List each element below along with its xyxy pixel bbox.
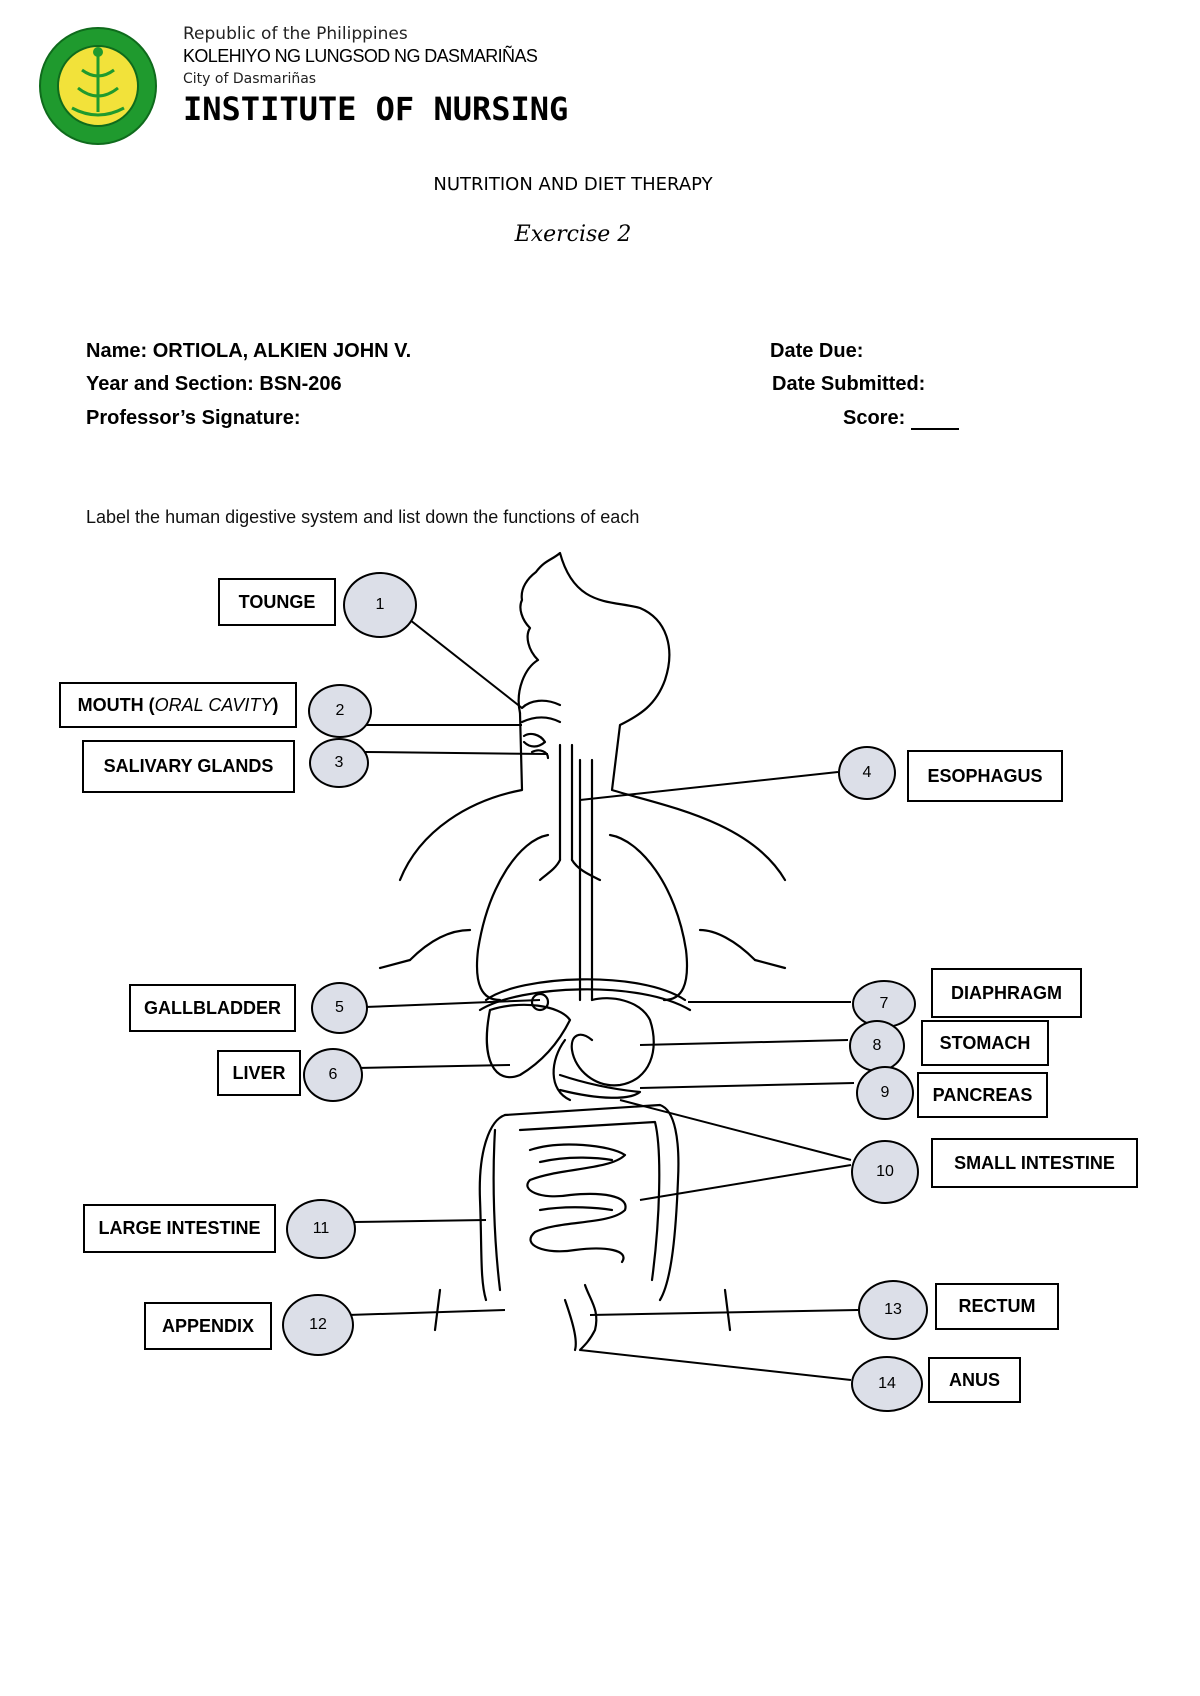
label-stomach: STOMACH <box>921 1020 1049 1066</box>
body-outline-left <box>398 711 524 882</box>
republic-line: Republic of the Philippines <box>183 24 408 44</box>
marker-8: 8 <box>849 1020 905 1072</box>
right-lung-outline <box>608 833 689 1002</box>
marker-2: 2 <box>308 684 372 738</box>
city-line: City of Dasmariñas <box>183 71 317 87</box>
label-small-intestine: SMALL INTESTINE <box>931 1138 1138 1188</box>
label-mouth: MOUTH (ORAL CAVITY) <box>59 682 297 728</box>
exercise-title: Exercise 2 <box>514 222 632 247</box>
marker-12: 12 <box>282 1294 354 1356</box>
pancreas-shape <box>558 1073 642 1099</box>
label-tounge: TOUNGE <box>218 578 336 626</box>
score-blank <box>911 408 960 430</box>
diaphragm-line <box>484 978 687 1002</box>
marker-6: 6 <box>303 1048 363 1102</box>
label-large-intestine: LARGE INTESTINE <box>83 1204 276 1253</box>
marker-1: 1 <box>343 572 417 638</box>
large-intestine-shape <box>478 1113 507 1302</box>
marker-9: 9 <box>856 1066 914 1120</box>
marker-14: 14 <box>851 1356 923 1412</box>
body-outline <box>517 551 787 882</box>
marker-3: 3 <box>309 738 369 788</box>
marker-5: 5 <box>311 982 368 1034</box>
label-salivary-glands: SALIVARY GLANDS <box>82 740 295 793</box>
label-anus: ANUS <box>928 1357 1021 1403</box>
college-seal-logo <box>39 27 157 145</box>
mouth-close-paren: ) <box>272 694 279 715</box>
label-appendix: APPENDIX <box>144 1302 272 1350</box>
score-label: Score: <box>843 407 906 429</box>
small-intestine-shape <box>526 1143 627 1264</box>
oral-cavity-text: ORAL CAVITY <box>154 694 273 715</box>
student-name: Name: ORTIOLA, ALKIEN JOHN V. <box>86 340 412 362</box>
date-due-label: Date Due: <box>770 340 864 362</box>
marker-11: 11 <box>286 1199 356 1259</box>
label-esophagus: ESOPHAGUS <box>907 750 1063 802</box>
marker-10: 10 <box>851 1140 919 1204</box>
marker-4: 4 <box>838 746 896 800</box>
marker-13: 13 <box>858 1280 928 1340</box>
liver-shape <box>485 1003 572 1079</box>
professor-signature-label: Professor’s Signature: <box>86 407 301 429</box>
label-gallbladder: GALLBLADDER <box>129 984 296 1032</box>
label-pancreas: PANCREAS <box>917 1072 1048 1118</box>
college-name: KOLEHIYO NG LUNGSOD NG DASMARIÑAS <box>183 46 538 66</box>
course-title: NUTRITION AND DIET THERAPY <box>433 174 713 195</box>
date-submitted-label: Date Submitted: <box>772 373 926 395</box>
mouth-text: MOUTH ( <box>77 694 155 715</box>
instruction-text: Label the human digestive system and lis… <box>86 507 640 527</box>
label-rectum: RECTUM <box>935 1283 1059 1330</box>
stomach-shape <box>570 997 655 1087</box>
score-field: Score: <box>843 407 960 430</box>
label-liver: LIVER <box>217 1050 301 1096</box>
year-section: Year and Section: BSN-206 <box>86 373 342 395</box>
left-lung-outline <box>475 833 550 1002</box>
institute-title: INSTITUTE OF NURSING <box>183 90 569 128</box>
label-diaphragm: DIAPHRAGM <box>931 968 1082 1018</box>
